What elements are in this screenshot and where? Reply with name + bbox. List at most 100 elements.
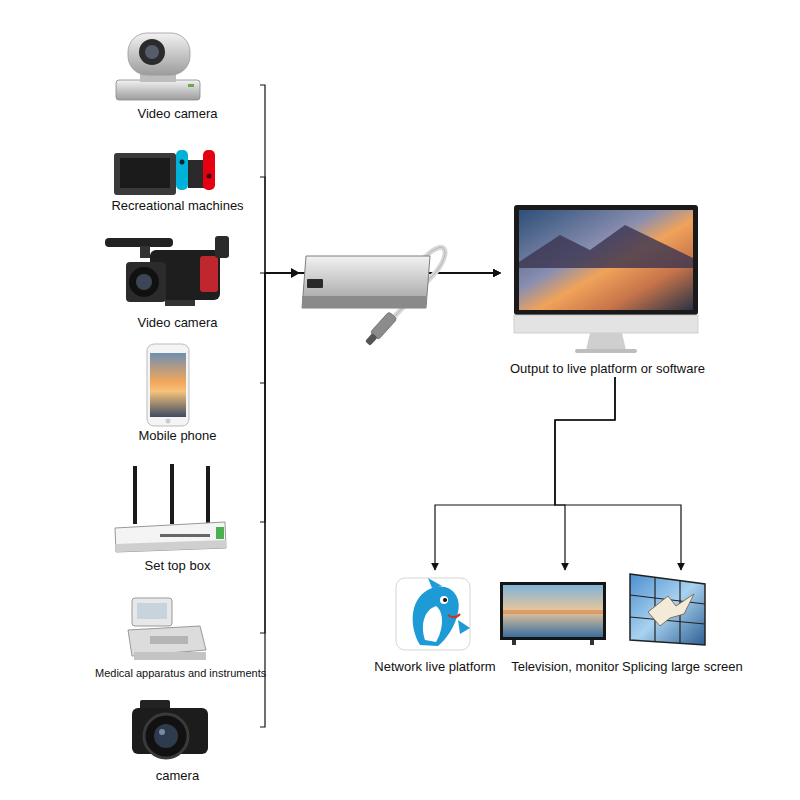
connector-arrow — [260, 273, 500, 633]
node-label: Splicing large screen — [622, 659, 740, 675]
capture-card-icon-part — [307, 279, 323, 288]
live-platform-icon-part — [440, 596, 448, 604]
game-console-icon-part — [114, 153, 176, 195]
live-platform-icon-part — [448, 614, 460, 617]
router-icon-part — [160, 534, 210, 537]
live-platform-icon-part — [396, 578, 470, 650]
capture-card-icon-part — [302, 296, 426, 308]
ptz-camera-icon — [116, 33, 200, 100]
device-node: Medical apparatus and instruments — [95, 594, 260, 681]
mobile-phone-icon — [147, 344, 189, 426]
television-icon-part — [503, 585, 603, 637]
connector-arrow — [435, 377, 615, 570]
ptz-camera-icon-part — [139, 39, 165, 65]
dslr-camera-icon-part — [159, 729, 165, 735]
device-node: Output to live platform or software — [500, 200, 715, 377]
connector-arrow — [260, 273, 500, 727]
camcorder-icon-part — [140, 246, 150, 258]
node-label: camera — [95, 768, 260, 784]
monitor-icon-part — [514, 205, 698, 315]
live-platform-icon-part — [443, 598, 447, 602]
capture-card-icon-part — [302, 256, 430, 308]
router-icon-part — [170, 464, 174, 524]
node-label: Television, monitor — [505, 659, 625, 675]
television-icon — [500, 582, 606, 645]
video-wall-icon — [630, 574, 705, 645]
medical-device-icon — [128, 598, 206, 660]
capture-card-icon-part — [363, 312, 397, 348]
live-platform-icon-part — [458, 620, 470, 634]
monitor-icon-part — [519, 225, 693, 268]
camcorder-icon-part — [200, 256, 218, 292]
router-icon-part — [115, 522, 226, 552]
game-console-icon — [114, 150, 215, 195]
game-console-icon-part — [120, 158, 170, 188]
router-icon-part — [206, 466, 210, 524]
device-node: Set top box — [95, 460, 260, 574]
game-console-icon-part — [207, 174, 212, 179]
capture-card-icon-part-part — [365, 333, 378, 346]
game-console-icon-part — [180, 160, 185, 165]
node-label: Output to live platform or software — [500, 361, 715, 377]
game-console-icon-part — [203, 150, 215, 190]
medical-device-icon-part — [132, 598, 172, 626]
television-icon-part — [512, 640, 516, 645]
router-icon-part — [115, 540, 226, 552]
monitor-icon — [514, 205, 698, 353]
device-node: Network live platform — [372, 570, 498, 675]
router-icon-part — [133, 466, 137, 524]
monitor-icon-part — [575, 349, 637, 353]
camcorder-icon-part — [126, 262, 166, 302]
device-node: Video camera — [95, 228, 260, 331]
monitor-icon-part — [514, 315, 698, 333]
router-icon-part — [216, 527, 224, 539]
device-node: Mobile phone — [95, 340, 260, 444]
mobile-phone-icon-part — [166, 419, 171, 424]
connector-arrow — [260, 85, 500, 273]
dslr-camera-icon — [132, 700, 208, 758]
ptz-camera-icon-part — [145, 45, 159, 59]
node-label: Medical apparatus and instruments — [95, 665, 260, 681]
camcorder-icon-part — [105, 238, 173, 247]
node-label: Network live platform — [372, 659, 498, 675]
capture-card-icon-part — [291, 268, 300, 278]
camcorder-icon-part — [129, 267, 159, 297]
game-console-icon-part — [176, 150, 188, 190]
television-icon-part — [590, 640, 594, 645]
mobile-phone-icon-part — [150, 353, 186, 417]
camcorder-icon-part — [136, 274, 152, 290]
television-icon-part — [503, 610, 603, 614]
camcorder-icon-part — [165, 300, 195, 306]
node-label: Video camera — [95, 106, 260, 122]
node-label: Recreational machines — [95, 198, 260, 214]
node-label: Mobile phone — [95, 428, 260, 444]
ptz-camera-icon-part — [188, 84, 194, 87]
monitor-icon-part — [586, 333, 626, 350]
node-label: Set top box — [95, 558, 260, 574]
connector-arrow — [555, 377, 681, 570]
device-node: Splicing large screen — [622, 570, 740, 675]
live-platform-icon-part — [428, 578, 442, 588]
medical-device-icon-part — [137, 603, 167, 619]
device-node: Recreational machines — [95, 146, 260, 214]
live-platform-icon-part — [423, 606, 442, 642]
medical-device-icon-part — [128, 626, 206, 656]
dslr-camera-icon-part — [144, 714, 188, 758]
ptz-camera-icon-part — [116, 80, 200, 100]
router-icon — [115, 464, 226, 552]
medical-device-icon-part — [150, 636, 188, 644]
mobile-phone-icon-part — [147, 344, 189, 426]
camcorder-icon — [105, 236, 229, 306]
medical-device-icon-part — [134, 652, 206, 660]
television-icon-part — [500, 582, 606, 640]
dslr-camera-icon-part — [154, 724, 178, 748]
device-node: camera — [95, 694, 260, 784]
device-node: Television, monitor — [505, 570, 625, 675]
device-node: Video camera — [95, 30, 260, 122]
capture-card-icon — [291, 247, 445, 347]
camcorder-icon-part — [215, 236, 229, 258]
